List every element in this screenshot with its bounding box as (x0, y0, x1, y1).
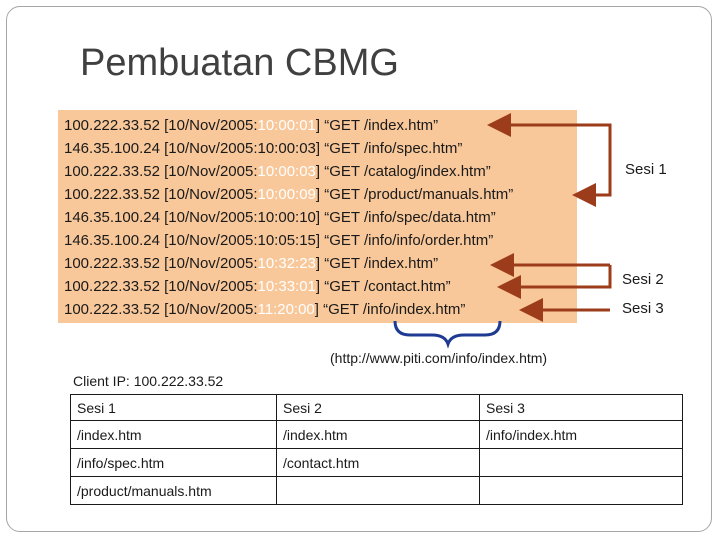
table-cell (276, 476, 480, 505)
log-request: “GET /index.htm” (320, 117, 439, 134)
session-1-label: Sesi 1 (625, 161, 667, 178)
table-cell: /info/index.htm (479, 420, 683, 449)
log-line: 100.222.33.52 [10/Nov/2005:10:00:01] “GE… (64, 117, 438, 134)
log-ip: 100.222.33.52 (64, 278, 165, 295)
log-ip: 100.222.33.52 (64, 117, 165, 134)
log-bracket: ] (315, 232, 321, 249)
log-request: “GET /info/spec.htm” (320, 140, 463, 157)
log-request: “GET /product/manuals.htm” (320, 186, 514, 203)
log-ip: 100.222.33.52 (64, 186, 165, 203)
log-line: 100.222.33.52 [10/Nov/2005:10:00:09] “GE… (64, 186, 513, 203)
table-header-cell: Sesi 2 (276, 394, 480, 421)
session-3-label: Sesi 3 (622, 300, 664, 317)
table-cell: /info/spec.htm (70, 448, 277, 477)
table-cell (479, 448, 683, 477)
log-ip: 100.222.33.52 (64, 255, 165, 272)
log-date: [10/Nov/2005: (164, 232, 258, 249)
log-time: 10:00:03 (257, 163, 316, 180)
log-line: 100.222.33.52 [10/Nov/2005:11:20:00] “GE… (64, 301, 465, 318)
threshold-label: Threshold: 30 menit (538, 328, 662, 344)
log-request: “GET /catalog/index.htm” (320, 163, 491, 180)
log-date: [10/Nov/2005: (164, 163, 258, 180)
log-time: 10:33:01 (257, 278, 316, 295)
log-date: [10/Nov/2005: (164, 301, 258, 318)
log-line: 146.35.100.24 [10/Nov/2005:10:00:10] “GE… (64, 209, 496, 226)
log-line: 100.222.33.52 [10/Nov/2005:10:33:01] “GE… (64, 278, 451, 295)
log-bracket: ] (315, 255, 321, 272)
log-box (58, 110, 577, 323)
log-date: [10/Nov/2005: (164, 278, 258, 295)
log-bracket: ] (315, 186, 321, 203)
log-date: [10/Nov/2005: (164, 255, 258, 272)
log-time: 10:32:23 (257, 255, 316, 272)
log-time: 10:00:03 (257, 140, 316, 157)
log-line: 100.222.33.52 [10/Nov/2005:10:00:03] “GE… (64, 163, 491, 180)
log-date: [10/Nov/2005: (164, 117, 258, 134)
log-time: 11:20:00 (257, 301, 315, 318)
log-ip: 146.35.100.24 (64, 209, 165, 226)
log-ip: 146.35.100.24 (64, 232, 165, 249)
session1-arrow (490, 123, 612, 207)
log-ip: 146.35.100.24 (64, 140, 165, 157)
log-request: “GET /contact.htm” (320, 278, 451, 295)
log-bracket: ] (315, 163, 321, 180)
log-bracket: ] (315, 209, 321, 226)
table-row: /index.htm /index.htm /info/index.htm (70, 420, 683, 449)
log-time: 10:05:15 (257, 232, 316, 249)
log-line: 146.35.100.24 [10/Nov/2005:10:00:03] “GE… (64, 140, 462, 157)
session-2-label: Sesi 2 (622, 271, 664, 288)
log-time: 10:00:01 (257, 117, 316, 134)
table-header-cell: Sesi 3 (479, 394, 683, 421)
table-row: /info/spec.htm /contact.htm (70, 448, 683, 477)
url-brace (393, 320, 502, 349)
table-row: /product/manuals.htm (70, 476, 683, 505)
table-header-cell: Sesi 1 (70, 394, 277, 421)
table-cell: /contact.htm (276, 448, 480, 477)
log-request: “GET /info/spec/data.htm” (320, 209, 496, 226)
log-request: “GET /info/info/order.htm” (320, 232, 494, 249)
session2-arrow (497, 265, 612, 299)
log-bracket: ] (315, 117, 321, 134)
sessions-table: Sesi 1 Sesi 2 Sesi 3 /index.htm /index.h… (70, 394, 683, 505)
table-cell: /index.htm (276, 420, 480, 449)
log-time: 10:00:09 (257, 186, 316, 203)
log-ip: 100.222.33.52 (64, 163, 165, 180)
log-date: [10/Nov/2005: (164, 140, 258, 157)
log-date: [10/Nov/2005: (164, 209, 258, 226)
log-line: 146.35.100.24 [10/Nov/2005:10:05:15] “GE… (64, 232, 493, 249)
table-cell: /product/manuals.htm (70, 476, 277, 505)
log-bracket: ] (315, 140, 321, 157)
log-request: “GET /info/index.htm” (318, 301, 466, 318)
log-time: 10:00:10 (257, 209, 316, 226)
log-line: 100.222.33.52 [10/Nov/2005:10:32:23] “GE… (64, 255, 438, 272)
table-cell: /index.htm (70, 420, 277, 449)
client-ip-label: Client IP: 100.222.33.52 (73, 373, 224, 389)
log-bracket: ] (314, 301, 319, 318)
log-date: [10/Nov/2005: (164, 186, 258, 203)
log-bracket: ] (315, 278, 321, 295)
log-request: “GET /index.htm” (320, 255, 439, 272)
slide-title: Pembuatan CBMG (80, 42, 399, 84)
log-ip: 100.222.33.52 (64, 301, 165, 318)
table-header-row: Sesi 1 Sesi 2 Sesi 3 (70, 394, 683, 421)
url-note: (http://www.piti.com/info/index.htm) (330, 350, 548, 366)
table-cell (479, 476, 683, 505)
